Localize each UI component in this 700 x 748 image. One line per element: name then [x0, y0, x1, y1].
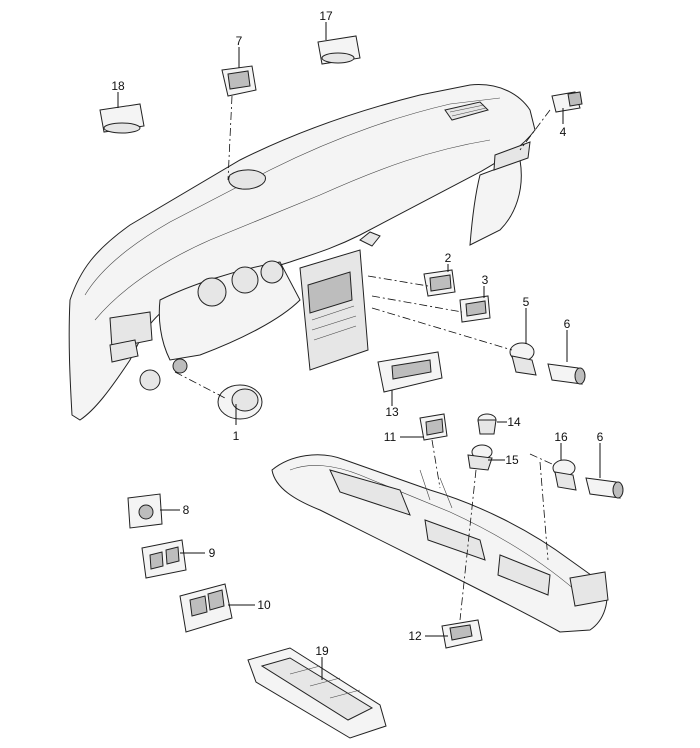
callout-5: 5 [523, 295, 530, 309]
callout-11: 11 [384, 430, 397, 444]
callout-12: 12 [408, 629, 422, 643]
part-6-lighter-b [585, 477, 624, 499]
callout-7: 7 [236, 34, 243, 48]
dashed-alignment-lines [174, 95, 553, 621]
leader-lines [117, 22, 601, 680]
callout-9: 9 [209, 546, 216, 560]
part-8-knob [127, 493, 163, 529]
callout-6-upper: 6 [564, 317, 571, 331]
callout-18: 18 [111, 79, 125, 93]
part-5-socket [509, 342, 537, 376]
callout-1: 1 [233, 429, 240, 443]
part-4-connector [551, 91, 583, 113]
center-console [271, 454, 609, 633]
part-18-speaker-mount [99, 103, 145, 134]
callout-13: 13 [385, 405, 399, 419]
callout-17: 17 [319, 9, 333, 23]
callout-4: 4 [560, 125, 567, 139]
callout-8: 8 [183, 503, 190, 517]
part-2-switch [423, 269, 456, 297]
part-7-bracket [221, 65, 257, 97]
part-6-lighter-a [547, 363, 586, 385]
part-10-switch-module [179, 583, 233, 633]
callout-2: 2 [445, 251, 452, 265]
part-9-switch-panel [141, 539, 187, 579]
part-19-switch-panel [247, 647, 387, 739]
part-15-holder [467, 444, 493, 471]
callout-16: 16 [554, 430, 568, 444]
part-13-control-unit [377, 351, 443, 393]
part-16-socket [552, 459, 577, 491]
callout-15: 15 [505, 453, 519, 467]
callout-14: 14 [507, 415, 521, 429]
callout-labels: 7 17 18 4 2 3 5 6 1 13 11 14 15 16 6 8 9… [111, 9, 603, 658]
callout-6-lower: 6 [597, 430, 604, 444]
callout-10: 10 [257, 598, 271, 612]
part-11-switch [419, 413, 448, 441]
part-14-sensor [477, 413, 497, 435]
part-17-bracket [317, 35, 361, 65]
callout-3: 3 [482, 273, 489, 287]
part-1-trim-ring [217, 384, 263, 420]
dashboard-panel [68, 84, 536, 421]
part-12-switch [441, 619, 483, 649]
part-3-switch [459, 295, 491, 323]
callout-19: 19 [315, 644, 329, 658]
